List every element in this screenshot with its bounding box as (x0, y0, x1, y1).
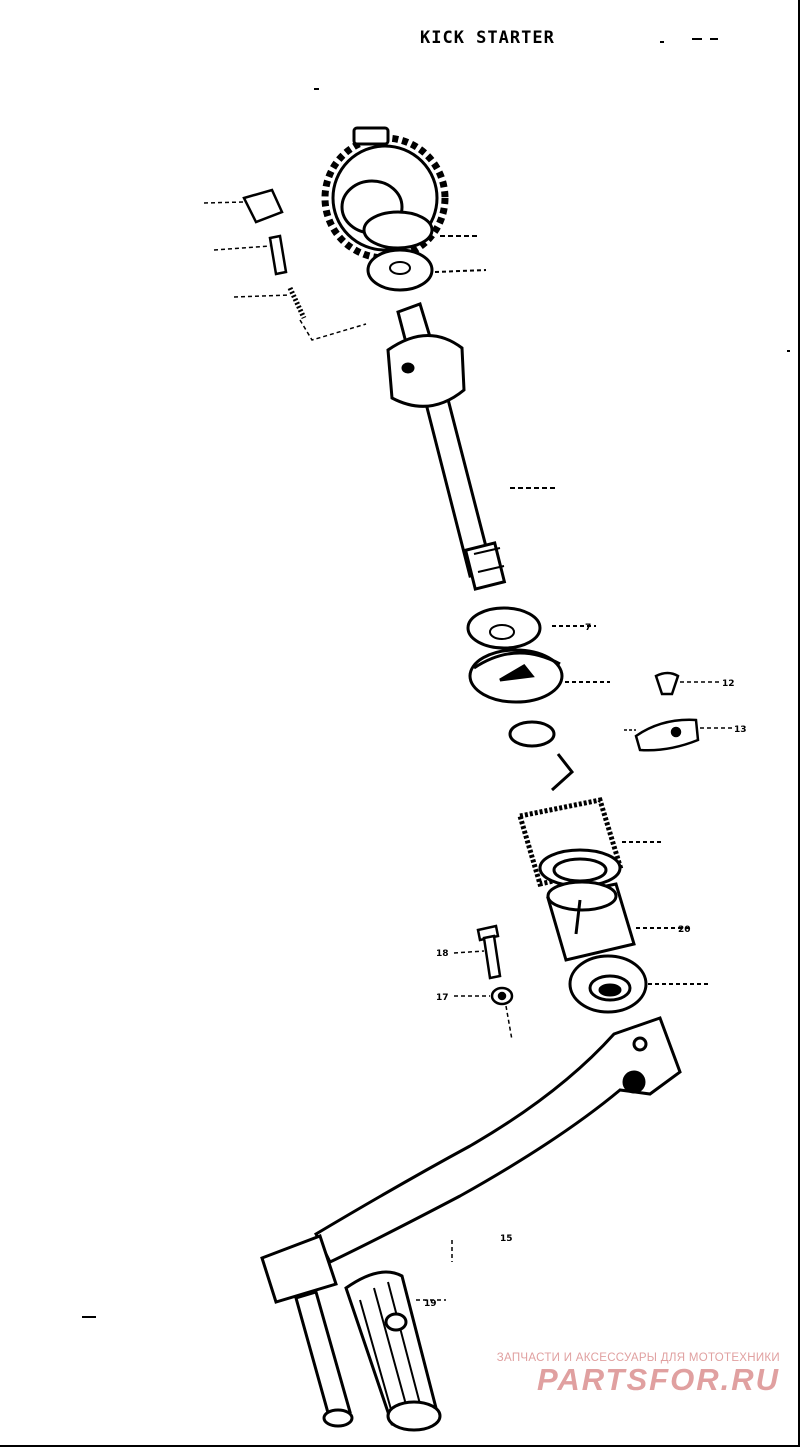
circlip (508, 720, 556, 748)
watermark-caption: ЗАПЧАСТИ И АКСЕССУАРЫ ДЛЯ МОТОТЕХНИКИ (496, 1352, 780, 1364)
shaft-washer (466, 606, 596, 650)
callout-18: 18 (436, 949, 449, 959)
kick-rubber (344, 1270, 446, 1432)
watermark-logo: PARTSFOR.RU (536, 1362, 780, 1397)
kick-starter-shaft (386, 302, 556, 591)
return-spring (516, 753, 664, 888)
kick-lever-arm (260, 1016, 682, 1304)
diagram-title: KICK STARTER (420, 28, 555, 48)
gear-washer (366, 248, 487, 292)
callout-12: 12 (722, 679, 735, 689)
callout-15: 15 (500, 1234, 513, 1244)
spring-guide (546, 880, 690, 962)
kick-pin-spring (233, 286, 367, 341)
callout-17: 17 (436, 993, 449, 1003)
lever-bolt-washer (454, 986, 514, 1041)
scan-specks (82, 38, 790, 1318)
pawl-plate (624, 718, 734, 752)
kick-pin (213, 234, 288, 276)
callout-20: 20 (678, 925, 691, 935)
ratchet-plate (468, 648, 610, 704)
pawl-bolt (654, 671, 720, 696)
callout-13: 13 (734, 725, 747, 735)
watermark: ЗАПЧАСТИ И АКСЕССУАРЫ ДЛЯ МОТОТЕХНИКИ PA… (497, 1352, 780, 1398)
callout-numbers: 7 12 13 15 17 18 19 20 (424, 623, 747, 1309)
lever-bolt (453, 924, 502, 980)
kick-shaft-pin (294, 1290, 354, 1428)
callout-7: 7 (585, 623, 591, 633)
stopper-guide (203, 188, 284, 224)
oil-seal (568, 954, 708, 1014)
callout-19: 19 (424, 1299, 437, 1309)
kick-starter-gear (321, 126, 478, 262)
